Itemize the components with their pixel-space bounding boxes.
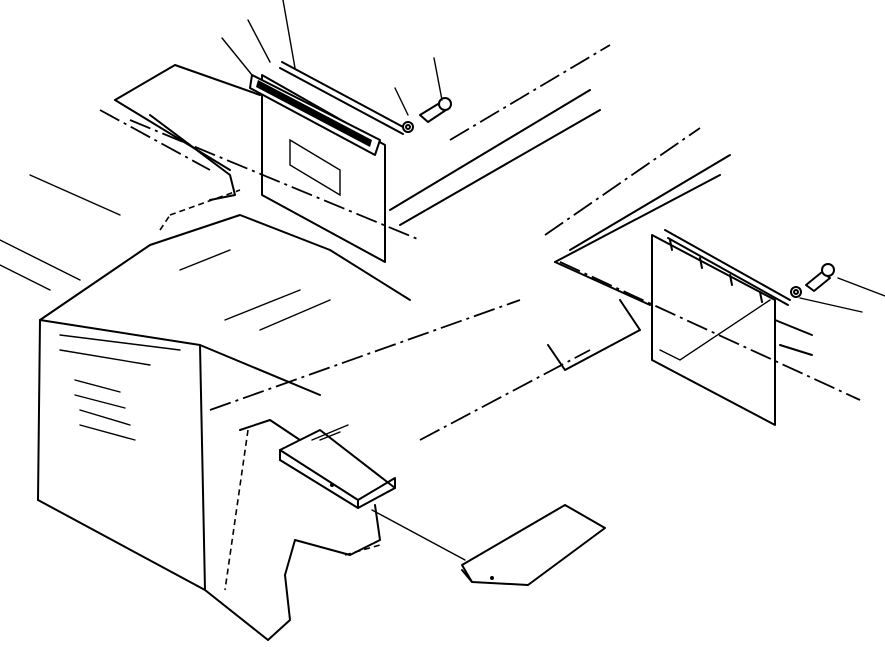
leader-7 xyxy=(799,297,863,313)
callout-leaders xyxy=(221,0,885,441)
vehicle-body xyxy=(37,189,411,641)
step-guide-line xyxy=(371,509,466,561)
leader-2 xyxy=(247,19,271,63)
right-frame xyxy=(209,127,861,441)
leader-6 xyxy=(837,277,885,297)
bolt-right[interactable] xyxy=(805,263,835,292)
leader-5 xyxy=(433,57,443,101)
leader-4 xyxy=(394,87,409,116)
leader-3 xyxy=(282,0,296,69)
leader-1 xyxy=(221,37,253,76)
step-plate[interactable] xyxy=(279,429,396,509)
mounting-bar-right[interactable] xyxy=(664,229,791,306)
washer-right[interactable] xyxy=(790,286,802,298)
step-pad[interactable] xyxy=(461,504,606,586)
washer-left[interactable] xyxy=(402,121,414,133)
leader-8 xyxy=(311,424,349,441)
leader-9 xyxy=(319,431,341,441)
mounting-bar-left[interactable] xyxy=(249,61,406,156)
mudflap-right[interactable] xyxy=(651,234,776,426)
bolt-left[interactable] xyxy=(419,97,452,123)
upper-frame xyxy=(0,44,611,291)
